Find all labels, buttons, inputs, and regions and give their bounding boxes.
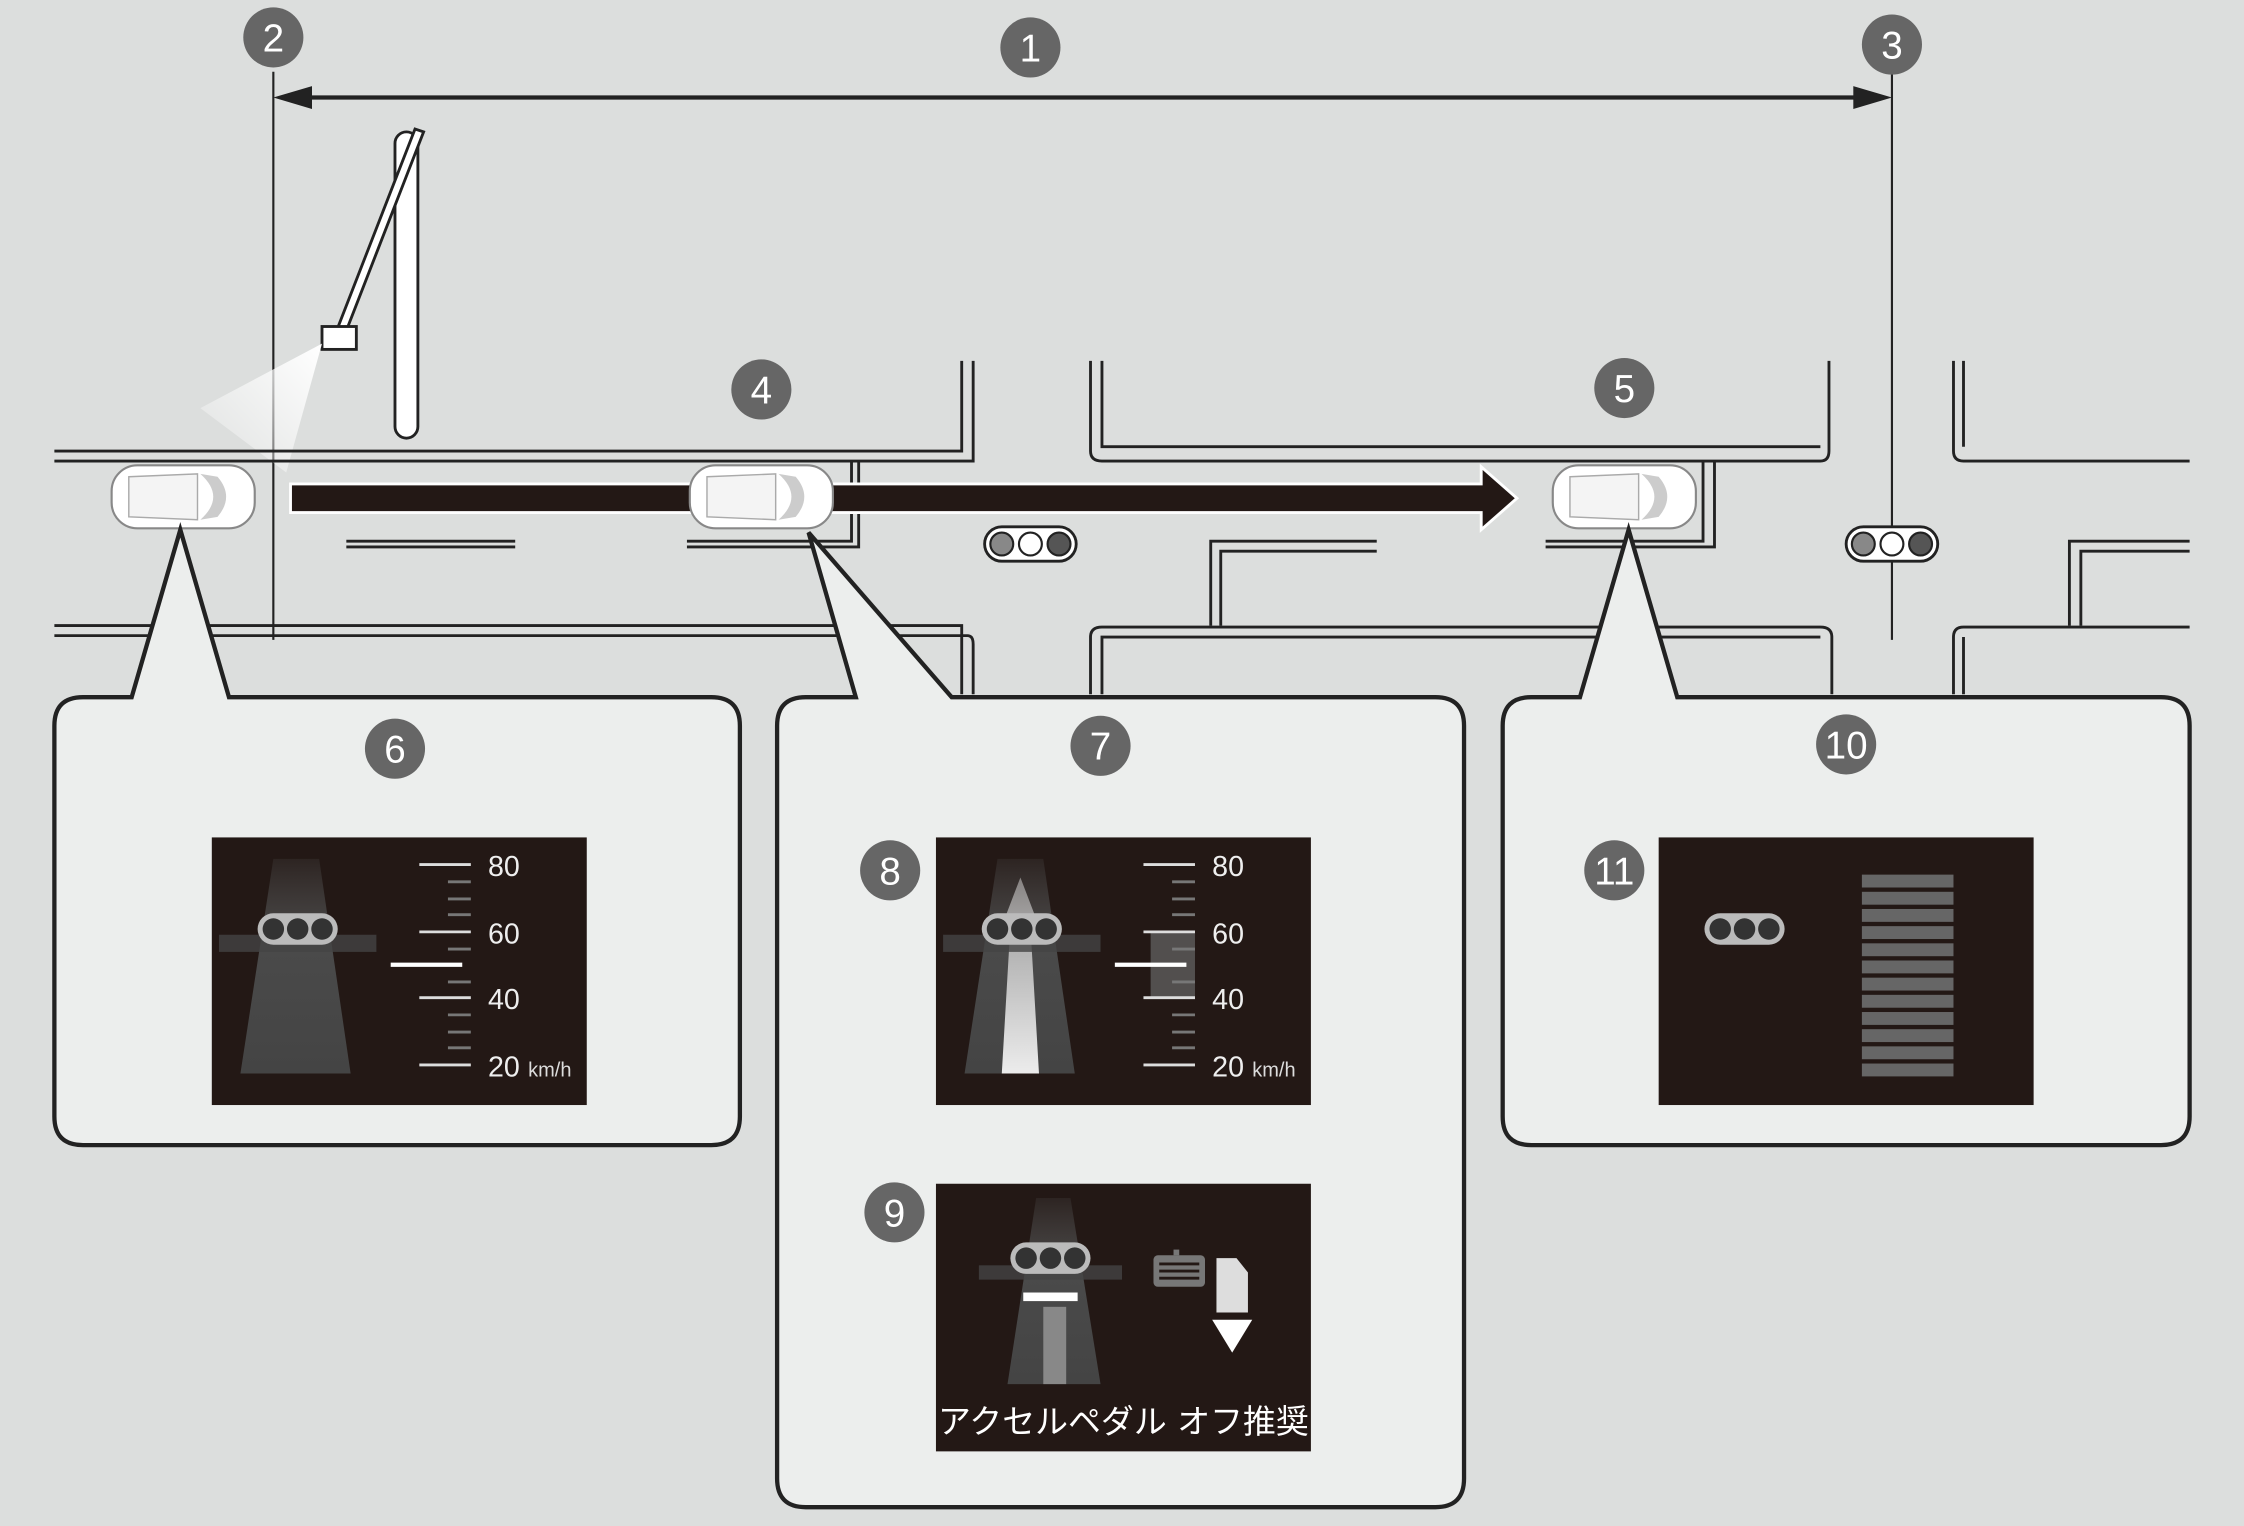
accelerator-pedal-icon xyxy=(1153,1249,1206,1287)
callout-11: 11 xyxy=(1584,840,1645,901)
svg-text:5: 5 xyxy=(1614,368,1635,411)
svg-text:9: 9 xyxy=(884,1192,905,1235)
stopped-screen xyxy=(1658,837,2034,1106)
traffic-light-icon xyxy=(981,913,1062,945)
car-approaching xyxy=(688,464,834,530)
svg-text:8: 8 xyxy=(879,850,900,893)
speed-unit: km/h xyxy=(528,1059,571,1081)
svg-text:6: 6 xyxy=(384,729,405,772)
car-at-light xyxy=(1551,464,1697,530)
speed-unit: km/h xyxy=(1252,1059,1295,1081)
callout-1: 1 xyxy=(1000,17,1061,78)
svg-text:3: 3 xyxy=(1881,25,1902,68)
callout-10: 10 xyxy=(1816,714,1877,775)
speed-label-60: 60 xyxy=(488,918,520,950)
travel-direction-arrow xyxy=(289,463,1520,533)
speed-label-20: 20 xyxy=(1212,1051,1244,1083)
countdown-bar xyxy=(1861,874,1954,1077)
callout-4: 4 xyxy=(731,359,792,420)
callout-8: 8 xyxy=(860,840,921,901)
traffic-light-icon xyxy=(1010,1242,1091,1274)
callout-7: 7 xyxy=(1070,715,1131,776)
callout-5: 5 xyxy=(1594,357,1655,419)
speed-screen-6: 80 60 40 20 km/h xyxy=(211,837,587,1106)
speed-label-40: 40 xyxy=(1212,984,1244,1016)
distance-dimension xyxy=(272,71,1894,640)
accelerator-off-message: アクセルペダル オフ推奨 xyxy=(938,1402,1309,1441)
foot-release-arrow-icon xyxy=(1212,1258,1253,1353)
car-at-camera xyxy=(110,464,256,530)
svg-text:2: 2 xyxy=(263,17,284,60)
callout-6: 6 xyxy=(364,718,426,779)
speed-screen-8: 80 60 40 20 km/h xyxy=(935,837,1311,1106)
svg-text:10: 10 xyxy=(1825,724,1868,767)
roadside-camera-pole xyxy=(200,127,426,473)
accelerator-off-screen: アクセルペダル オフ推奨 xyxy=(935,1183,1311,1452)
speed-label-60: 60 xyxy=(1212,918,1244,950)
callout-9: 9 xyxy=(864,1182,925,1243)
callout-2: 2 xyxy=(243,7,304,68)
svg-text:11: 11 xyxy=(1594,850,1634,893)
svg-text:1: 1 xyxy=(1020,27,1041,70)
callout-3: 3 xyxy=(1861,14,1922,75)
traffic-light-icon xyxy=(257,913,338,945)
speed-label-80: 80 xyxy=(1212,851,1244,883)
traffic-light-2-icon xyxy=(1844,525,1940,563)
svg-text:7: 7 xyxy=(1090,726,1111,769)
traffic-light-icon xyxy=(1704,913,1785,945)
traffic-light-1-icon xyxy=(983,525,1078,563)
speed-label-80: 80 xyxy=(488,851,520,883)
road xyxy=(54,360,2190,695)
speed-label-20: 20 xyxy=(488,1051,520,1083)
svg-text:4: 4 xyxy=(751,369,772,412)
speed-label-40: 40 xyxy=(488,984,520,1016)
